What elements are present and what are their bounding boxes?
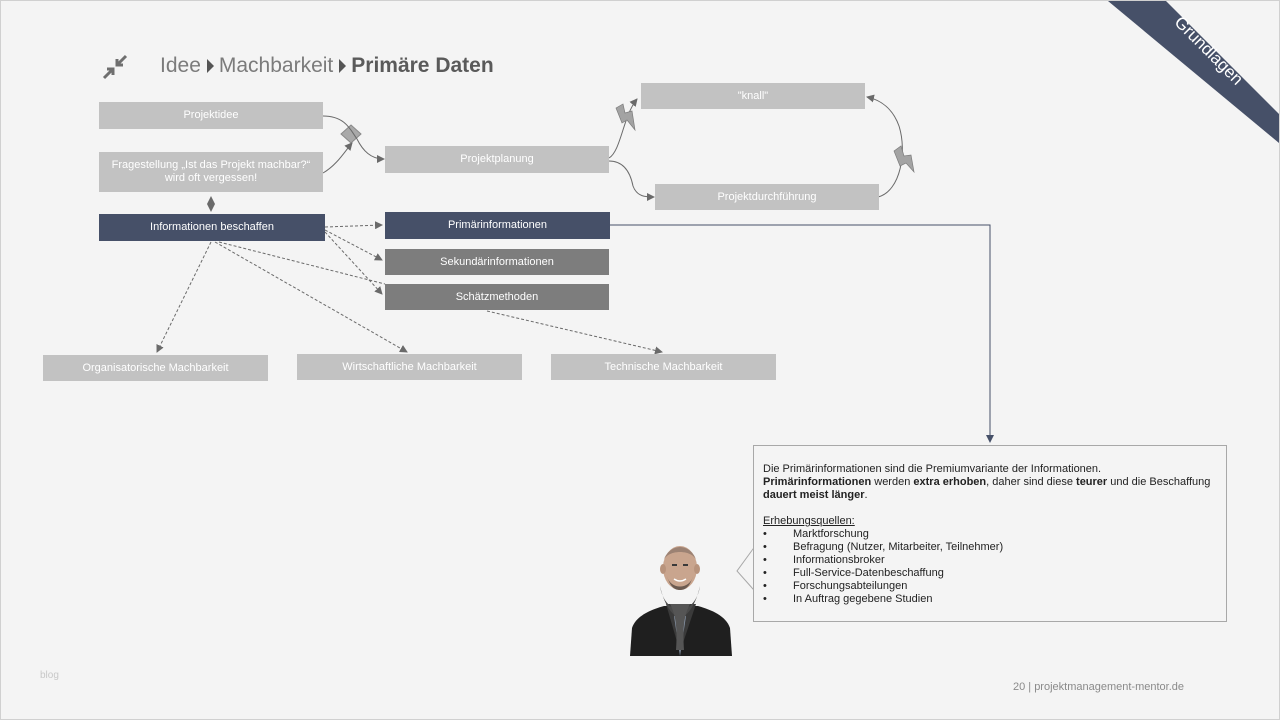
- breadcrumb-idee[interactable]: Idee: [160, 54, 201, 77]
- info-line-1: Die Primärinformationen sind die Premium…: [763, 463, 1102, 475]
- node-technische-machbarkeit: Technische Machbarkeit: [551, 354, 776, 380]
- node-primaerinformationen: Primärinformationen: [385, 212, 610, 239]
- info-textbox: Die Primärinformationen sind die Premium…: [753, 445, 1227, 622]
- sources-heading: Erhebungsquellen:: [763, 515, 855, 527]
- sources-list: •Marktforschung •Befragung (Nutzer, Mita…: [763, 528, 1217, 606]
- node-knall: "knall": [641, 83, 865, 109]
- breadcrumb-current: Primäre Daten: [351, 54, 494, 77]
- connector-info-primaer: [324, 221, 383, 230]
- footer: 20 | projektmanagement-mentor.de: [1013, 681, 1184, 693]
- node-projektplanung: Projektplanung: [385, 146, 609, 173]
- node-informationen-beschaffen: Informationen beschaffen: [99, 214, 325, 241]
- breadcrumb-separator-icon: [206, 59, 214, 73]
- connector-info-schaetz: [324, 231, 383, 295]
- lightning-icon: [893, 145, 915, 174]
- breadcrumb-machbarkeit[interactable]: Machbarkeit: [218, 54, 334, 77]
- list-item: •Befragung (Nutzer, Mitarbeiter, Teilneh…: [763, 541, 1004, 553]
- breadcrumb: Idee Machbarkeit Primäre Daten: [160, 54, 494, 78]
- info-line-2: Primärinformationen werden extra erhoben…: [763, 476, 1211, 501]
- speech-bubble-tail: [736, 547, 754, 591]
- node-fragestellung: Fragestellung „Ist das Projekt machbar?“…: [99, 152, 323, 192]
- list-item: •Forschungsabteilungen: [763, 580, 908, 592]
- connector-info-schaetzline: [218, 241, 386, 285]
- list-item: •Marktforschung: [763, 528, 869, 540]
- node-projektidee: Projektidee: [99, 102, 323, 129]
- footer-site[interactable]: projektmanagement-mentor.de: [1034, 681, 1184, 693]
- connector-primaer-infobox: [610, 224, 994, 443]
- connector-durchfuehrung-knall: [866, 94, 903, 198]
- corner-ribbon: [1108, 1, 1279, 143]
- page-number: 20: [1012, 681, 1026, 693]
- connector-planung-knall: [608, 98, 638, 159]
- connector-info-sekundaer: [324, 229, 383, 261]
- connector-info-wirtschaftlich: [214, 241, 408, 353]
- list-item: •Informationsbroker: [763, 554, 885, 566]
- collapse-arrows-icon[interactable]: [101, 53, 129, 81]
- node-projektdurchfuehrung: Projektdurchführung: [655, 184, 879, 210]
- node-organisatorische-machbarkeit: Organisatorische Machbarkeit: [43, 355, 268, 381]
- breadcrumb-separator-icon: [339, 59, 347, 73]
- connector-frage-diamond: [322, 142, 353, 174]
- node-schaetzmethoden: Schätzmethoden: [385, 284, 609, 310]
- connector-info-organisatorisch: [156, 241, 212, 353]
- node-wirtschaftliche-machbarkeit: Wirtschaftliche Machbarkeit: [297, 354, 522, 380]
- list-item: •Full-Service-Datenbeschaffung: [763, 567, 944, 579]
- node-sekundaerinformationen: Sekundärinformationen: [385, 249, 609, 275]
- footer-separator: |: [1028, 681, 1032, 693]
- blog-label: blog: [40, 670, 59, 681]
- presenter-avatar: [630, 546, 732, 656]
- connector-schaetz-technisch: [486, 310, 663, 355]
- list-item: •In Auftrag gegebene Studien: [763, 593, 933, 605]
- lightning-icon: [615, 103, 636, 132]
- connector-idee-planung: [322, 115, 385, 163]
- connector-planung-durchfuehrung: [608, 160, 655, 201]
